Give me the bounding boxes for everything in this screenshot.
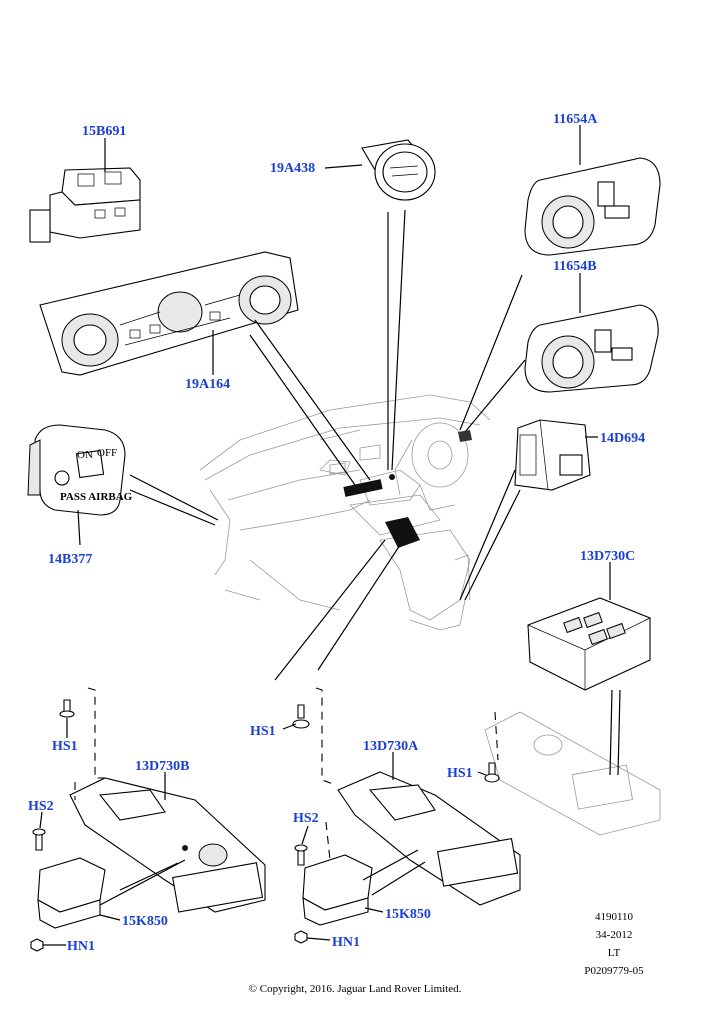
part-13d730a-console (337, 771, 521, 906)
label-11654b: 11654B (553, 259, 597, 274)
part-19a164-climate-panel (39, 251, 299, 376)
label-13d730c: 13D730C (580, 549, 635, 564)
airbag-on-text: ON (77, 449, 93, 461)
reference-line-1: 4190110 (595, 911, 634, 923)
fasteners (30, 699, 500, 952)
airbag-label-text: PASS AIRBAG (60, 491, 133, 503)
label-hs2-mid: HS2 (293, 811, 319, 826)
leader-lines (39, 125, 621, 946)
label-14b377: 14B377 (48, 552, 92, 567)
part-13d730c-switch-pack (527, 597, 651, 691)
reference-line-2: 34-2012 (596, 929, 633, 941)
reference-line-3: LT (608, 947, 621, 959)
vehicle-dashboard-illustration (199, 394, 491, 631)
part-13d730b-console (69, 777, 266, 913)
label-hn1-left: HN1 (67, 939, 95, 954)
label-15k850-left: 15K850 (122, 914, 168, 929)
reference-line-4: P0209779-05 (584, 965, 644, 977)
label-19a438: 19A438 (270, 161, 315, 176)
label-hs2-left: HS2 (28, 799, 54, 814)
label-15b691: 15B691 (82, 124, 126, 139)
part-11654b-headlamp-switch (524, 304, 659, 393)
part-11654a-headlamp-switch (524, 157, 661, 256)
label-hn1-mid: HN1 (332, 935, 360, 950)
label-14d694: 14D694 (600, 431, 645, 446)
label-hs1-left: HS1 (52, 739, 78, 754)
part-15k850-mid-switch (302, 854, 373, 926)
part-15b691-switch (29, 167, 141, 243)
part-15k850-left-switch (37, 857, 106, 929)
part-labels: 15B691 19A438 11654A 11654B 19A164 14D69… (28, 112, 645, 954)
label-13d730a: 13D730A (363, 739, 419, 754)
airbag-off-text: OFF (97, 447, 117, 459)
part-14d694-seat-switch (514, 419, 591, 491)
part-14b377-airbag-switch: ON OFF PASS AIRBAG (27, 424, 133, 516)
part-13d730-right-console (484, 711, 661, 836)
copyright-text: © Copyright, 2016. Jaguar Land Rover Lim… (249, 983, 462, 995)
label-hs1-right: HS1 (447, 766, 473, 781)
reference-block: 4190110 34-2012 LT P0209779-05 (584, 911, 644, 977)
label-11654a: 11654A (553, 112, 598, 127)
label-19a164: 19A164 (185, 377, 230, 392)
label-15k850-mid: 15K850 (385, 907, 431, 922)
label-hs1-mid: HS1 (250, 724, 276, 739)
label-13d730b: 13D730B (135, 759, 189, 774)
part-19a438-start-button (361, 139, 436, 201)
